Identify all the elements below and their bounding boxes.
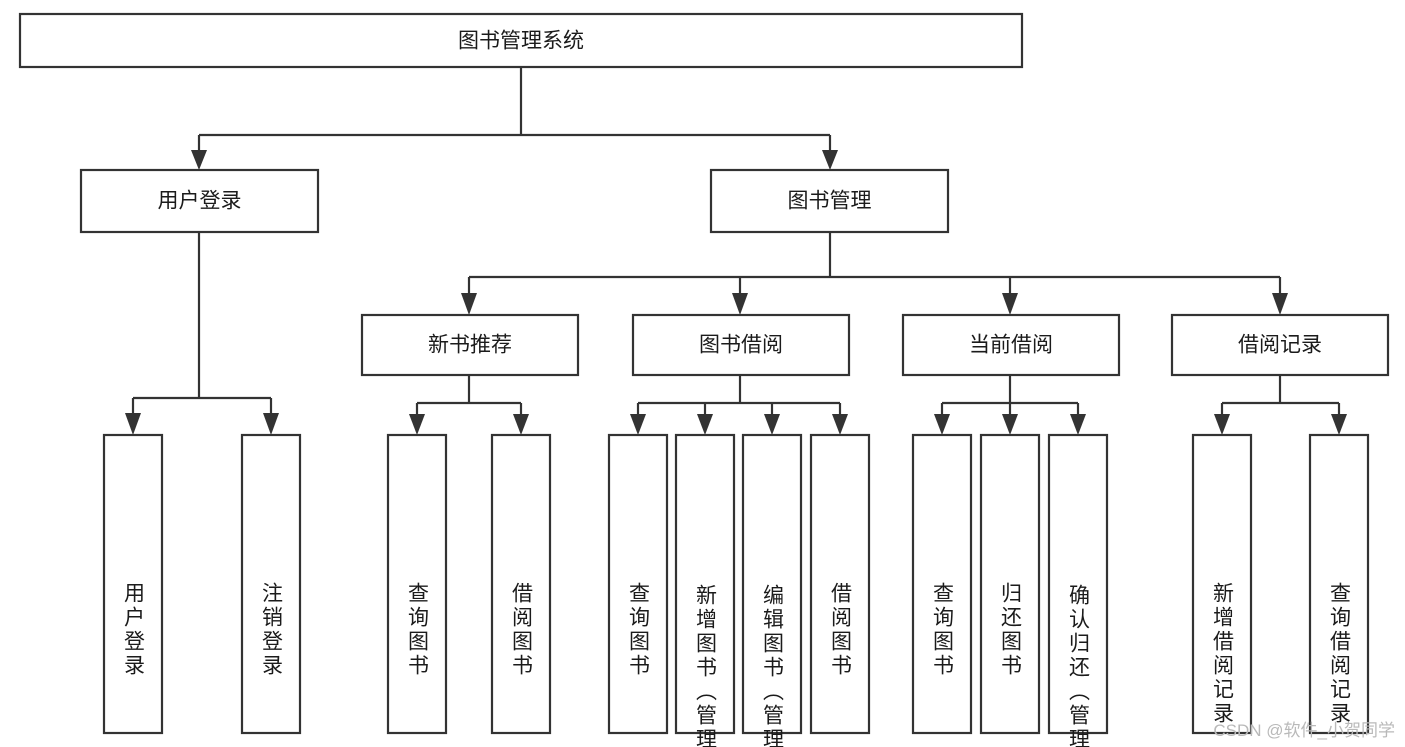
leaf-user-login-logout[interactable]: 注销登录 — [240, 433, 302, 735]
node-borrow-record[interactable]: 借阅记录 — [1170, 313, 1390, 377]
leaf-current-borrow-confirm-box[interactable] — [1047, 433, 1109, 735]
node-current-borrow[interactable]: 当前借阅 — [901, 313, 1121, 377]
leaf-book-borrow-edit-label: 编辑图书（管理员） — [761, 584, 785, 747]
leaf-book-borrow-borrow-box[interactable] — [809, 433, 871, 735]
leaf-borrow-record-query[interactable]: 查询借阅记录 — [1308, 433, 1370, 735]
node-new-book-recommend[interactable]: 新书推荐 — [360, 313, 580, 377]
node-borrow-record-box[interactable] — [1170, 313, 1390, 377]
arrow-head-leaf-logout — [263, 413, 279, 435]
node-book-borrow[interactable]: 图书借阅 — [631, 313, 851, 377]
leaf-user-login-login-label: 用户登录 — [122, 582, 146, 678]
leaf-book-borrow-borrow[interactable]: 借阅图书 — [809, 433, 871, 735]
leaf-current-borrow-query[interactable]: 查询图书 — [911, 433, 973, 735]
arrow-head-newbook-leaf-1 — [409, 414, 425, 435]
arrow-head-bookborrow-leaf-3 — [764, 414, 780, 435]
node-book-manage-label: 图书管理 — [788, 190, 872, 213]
node-book-manage[interactable]: 图书管理 — [709, 168, 950, 234]
node-root-system[interactable]: 图书管理系统 — [18, 12, 1024, 69]
leaf-borrow-record-add-box[interactable] — [1191, 433, 1253, 735]
arrow-head-current-borrow — [1002, 293, 1018, 315]
arrow-head-borrowrecord-leaf-2 — [1331, 414, 1347, 435]
arrow-head-currentborrow-leaf-1 — [934, 414, 950, 435]
arrow-head-currentborrow-leaf-2 — [1002, 414, 1018, 435]
node-borrow-record-label: 借阅记录 — [1238, 334, 1322, 357]
connector-group-book-borrow — [630, 375, 848, 435]
connector-group-user-login — [125, 232, 279, 435]
node-new-book-recommend-box[interactable] — [360, 313, 580, 377]
leaf-current-borrow-return-label: 归还图书 — [999, 582, 1023, 678]
node-user-login[interactable]: 用户登录 — [79, 168, 320, 234]
node-book-borrow-box[interactable] — [631, 313, 851, 377]
leaf-book-borrow-query-label: 查询图书 — [627, 582, 651, 678]
arrow-head-leaf-user-login — [125, 413, 141, 435]
leaf-borrow-record-query-box[interactable] — [1308, 433, 1370, 735]
node-user-login-label: 用户登录 — [158, 190, 242, 213]
connector-group-borrow-record — [1214, 375, 1347, 435]
leaf-book-borrow-borrow-label: 借阅图书 — [829, 582, 853, 678]
node-book-manage-box[interactable] — [709, 168, 950, 234]
arrow-head-book-manage — [822, 150, 838, 170]
arrow-head-bookborrow-leaf-1 — [630, 414, 646, 435]
arrow-head-bookborrow-leaf-4 — [832, 414, 848, 435]
leaf-current-borrow-confirm-label: 确认归还（管理员） — [1067, 584, 1091, 747]
leaf-new-book-borrow-box[interactable] — [490, 433, 552, 735]
connector-group-current-borrow — [934, 375, 1086, 435]
node-current-borrow-box[interactable] — [901, 313, 1121, 377]
leaf-book-borrow-add-box[interactable] — [674, 433, 736, 735]
leaf-current-borrow-confirm[interactable]: 确认归还（管理员） — [1047, 433, 1109, 747]
arrow-head-book-borrow — [732, 293, 748, 315]
arrow-head-bookborrow-leaf-2 — [697, 414, 713, 435]
leaf-current-borrow-query-label: 查询图书 — [931, 582, 955, 678]
connector-group-book-manage — [461, 232, 1288, 315]
arrow-head-borrowrecord-leaf-1 — [1214, 414, 1230, 435]
leaf-current-borrow-return-box[interactable] — [979, 433, 1041, 735]
node-book-borrow-label: 图书借阅 — [699, 334, 783, 357]
leaf-book-borrow-add-label: 新增图书（管理员） — [694, 584, 718, 747]
leaf-book-borrow-query[interactable]: 查询图书 — [607, 433, 669, 735]
node-root-system-box[interactable] — [18, 12, 1024, 69]
connector-group-root — [191, 67, 838, 170]
leaf-new-book-query-box[interactable] — [386, 433, 448, 735]
leaf-new-book-borrow[interactable]: 借阅图书 — [490, 433, 552, 735]
leaf-borrow-record-query-label: 查询借阅记录 — [1328, 582, 1352, 726]
leaf-book-borrow-edit-box[interactable] — [741, 433, 803, 735]
leaf-current-borrow-return[interactable]: 归还图书 — [979, 433, 1041, 735]
leaf-book-borrow-add[interactable]: 新增图书（管理员） — [674, 433, 736, 747]
leaf-user-login-logout-box[interactable] — [240, 433, 302, 735]
leaf-current-borrow-query-box[interactable] — [911, 433, 973, 735]
leaf-user-login-logout-label: 注销登录 — [260, 582, 284, 678]
leaf-book-borrow-edit[interactable]: 编辑图书（管理员） — [741, 433, 803, 747]
arrow-head-newbook-leaf-2 — [513, 414, 529, 435]
leaf-new-book-query-label: 查询图书 — [406, 582, 430, 678]
node-user-login-box[interactable] — [79, 168, 320, 234]
csdn-watermark: CSDN @软件_小贺同学 — [1213, 721, 1395, 740]
leaf-borrow-record-add-label: 新增借阅记录 — [1211, 582, 1235, 726]
node-root-system-label: 图书管理系统 — [458, 30, 584, 53]
arrow-head-user-login — [191, 150, 207, 170]
node-current-borrow-label: 当前借阅 — [969, 334, 1053, 357]
leaf-user-login-login[interactable]: 用户登录 — [102, 433, 164, 735]
leaf-user-login-login-box[interactable] — [102, 433, 164, 735]
leaf-new-book-borrow-label: 借阅图书 — [510, 582, 534, 678]
arrow-head-currentborrow-leaf-3 — [1070, 414, 1086, 435]
leaf-new-book-query[interactable]: 查询图书 — [386, 433, 448, 735]
arrow-head-borrow-record — [1272, 293, 1288, 315]
leaf-borrow-record-add[interactable]: 新增借阅记录 — [1191, 433, 1253, 735]
node-new-book-recommend-label: 新书推荐 — [428, 334, 512, 357]
connector-group-new-book — [409, 375, 529, 435]
leaf-book-borrow-query-box[interactable] — [607, 433, 669, 735]
arrow-head-new-book — [461, 293, 477, 315]
